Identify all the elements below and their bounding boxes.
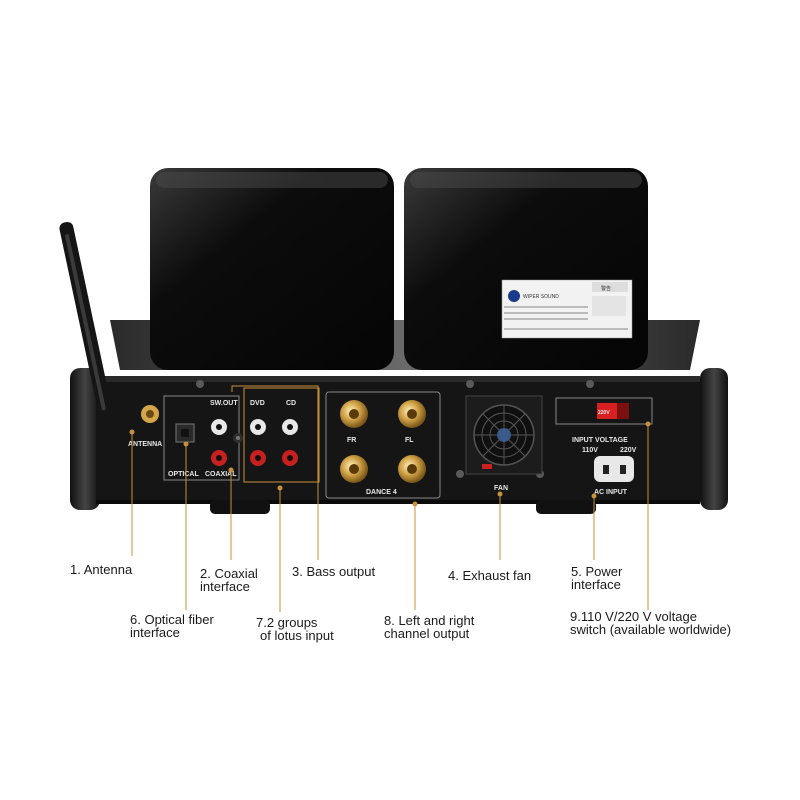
panel-label-antenna: ANTENNA [128,441,162,448]
foot-right [536,500,596,514]
callout-lotus-input: 7.2 groups of lotus input [256,615,334,643]
side-rail-right [700,368,728,510]
callout-coaxial: 2. Coaxial interface [200,566,258,594]
callout-antenna: 1. Antenna [70,562,133,577]
panel-label-cd: CD [286,400,296,407]
callout-power-interface: 5. Power interface [571,564,623,592]
ac-socket [594,456,634,482]
panel-label-dvd: DVD [250,400,265,407]
rating-brand: WIPER SOUND [523,294,559,300]
panel-label-optical: OPTICAL [168,471,199,478]
voltage-switch [555,397,653,425]
callout-voltage-switch: 9.110 V/220 V voltage switch (available … [570,609,732,637]
panel-label-fr: FR [347,437,356,444]
panel-label-impedance: DANCE 4 [366,489,397,496]
panel-label-220v: 220V [620,447,637,454]
panel-label-fl: FL [405,437,414,444]
rating-label: WIPER SOUND 警告 [501,279,633,339]
callout-exhaust-fan: 4. Exhaust fan [448,568,532,583]
panel-label-fan: FAN [494,485,508,492]
foot-left [210,500,270,514]
rating-warning: 警告 [601,285,611,292]
callout-bass-output: 3. Bass output [292,564,376,579]
lotus-input-box [243,387,320,483]
callout-optical: 6. Optical fiber interface [130,612,214,640]
transformer-right [404,168,648,370]
transformer-left [150,168,394,370]
leader-lines [129,385,651,612]
panel-label-coaxial: COAXIAL [205,471,237,478]
panel-label-ac-input: AC INPUT [594,489,628,496]
panel-label-110v: 110V [582,447,598,454]
callout-channel-output: 8. Left and right channel output [384,613,475,641]
panel-label-voltage-title: INPUT VOLTAGE [572,437,628,444]
panel-label-sw-out: SW.OUT [210,400,238,407]
voltage-switch-value: 220V [598,410,610,416]
fan-icon [465,395,543,475]
antenna [59,221,159,429]
speaker-terminal-box [325,391,441,499]
brand-logo-icon [508,290,520,302]
rca-jacks [211,419,298,466]
side-rail-left [70,368,100,510]
rear-panel [96,376,700,504]
